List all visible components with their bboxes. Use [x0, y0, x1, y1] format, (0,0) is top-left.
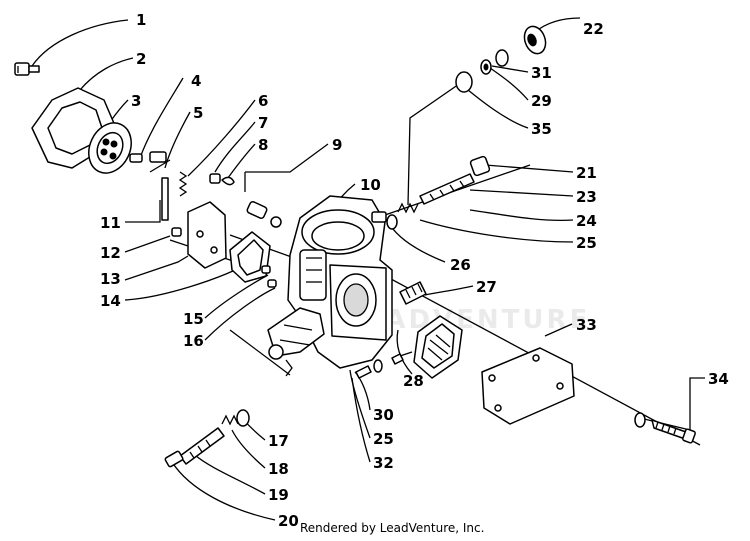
- callout-6: 6: [258, 92, 268, 110]
- callout-17: 17: [268, 432, 289, 450]
- part-11-pin: [161, 177, 169, 221]
- part-4-screw: [129, 153, 143, 163]
- callout-3: 3: [131, 92, 141, 110]
- part-30-32-jet: [355, 351, 413, 379]
- callout-8: 8: [258, 136, 268, 154]
- callout-9: 9: [332, 136, 342, 154]
- callout-34: 34: [708, 370, 729, 388]
- callout-35: 35: [531, 120, 552, 138]
- part-9-valve-assembly: [246, 200, 282, 228]
- callout-5: 5: [193, 104, 203, 122]
- callout-15: 15: [183, 310, 204, 328]
- callout-27: 27: [476, 278, 497, 296]
- part-16-screw: [267, 279, 277, 288]
- part-7-screw: [209, 173, 221, 184]
- part-31-washer: [495, 49, 509, 67]
- part-19-20-idle-screw: [164, 427, 225, 468]
- footer-credit: Rendered by LeadVenture, Inc.: [300, 521, 485, 535]
- part-1-screw: [14, 62, 40, 76]
- callout-10: 10: [360, 176, 381, 194]
- callout-4: 4: [191, 72, 201, 90]
- callout-12: 12: [100, 244, 121, 262]
- part-18-spring: [221, 414, 239, 426]
- part-22-cap: [523, 25, 547, 55]
- part-13-pump-body: [187, 201, 227, 269]
- callout-24: 24: [576, 212, 597, 230]
- part-33-cover: [481, 347, 575, 425]
- callout-14: 14: [100, 292, 121, 310]
- callout-22: 22: [583, 20, 604, 38]
- callout-19: 19: [268, 486, 289, 504]
- throttle-linkage: [267, 307, 325, 377]
- callout-23: 23: [576, 188, 597, 206]
- callout-31: 31: [531, 64, 552, 82]
- part-17-washer: [236, 409, 250, 427]
- callout-21: 21: [576, 164, 597, 182]
- part-24-spring: [397, 202, 419, 214]
- callout-labels: 1 2 3 4 5 6 7 8 9 10 11 12 13 14 15 16 1…: [100, 11, 729, 530]
- callout-18: 18: [268, 460, 289, 478]
- part-21-23-adjust-screw: [419, 155, 491, 205]
- part-27-needle-jet: [399, 281, 427, 305]
- part-29-washer: [480, 59, 492, 75]
- callout-25-top: 25: [576, 234, 597, 252]
- part-35-spacer: [455, 71, 473, 93]
- callout-29: 29: [531, 92, 552, 110]
- part-6-spring: [178, 171, 188, 197]
- part-28-float-bowl-gasket: [413, 315, 463, 379]
- part-3-diaphragm: [88, 122, 132, 174]
- callout-13: 13: [100, 270, 121, 288]
- callout-2: 2: [136, 50, 146, 68]
- part-8-clip: [221, 176, 235, 186]
- part-10-carburetor-body: [287, 195, 393, 369]
- part-34-bolt: [634, 412, 696, 444]
- callout-7: 7: [258, 114, 268, 132]
- callout-16: 16: [183, 332, 204, 350]
- part-12-screw: [171, 227, 182, 237]
- callout-1: 1: [136, 11, 146, 29]
- part-26-o-ring: [386, 214, 398, 230]
- callout-25-bottom: 25: [373, 430, 394, 448]
- callout-32: 32: [373, 454, 394, 472]
- callout-26: 26: [450, 256, 471, 274]
- callout-28: 28: [403, 372, 424, 390]
- callout-11: 11: [100, 214, 121, 232]
- part-15-screw: [261, 265, 271, 274]
- part-14-gasket: [229, 231, 271, 283]
- part-5-needle-lever: [149, 151, 171, 173]
- callout-20: 20: [278, 512, 299, 530]
- callout-33: 33: [576, 316, 597, 334]
- callout-30: 30: [373, 406, 394, 424]
